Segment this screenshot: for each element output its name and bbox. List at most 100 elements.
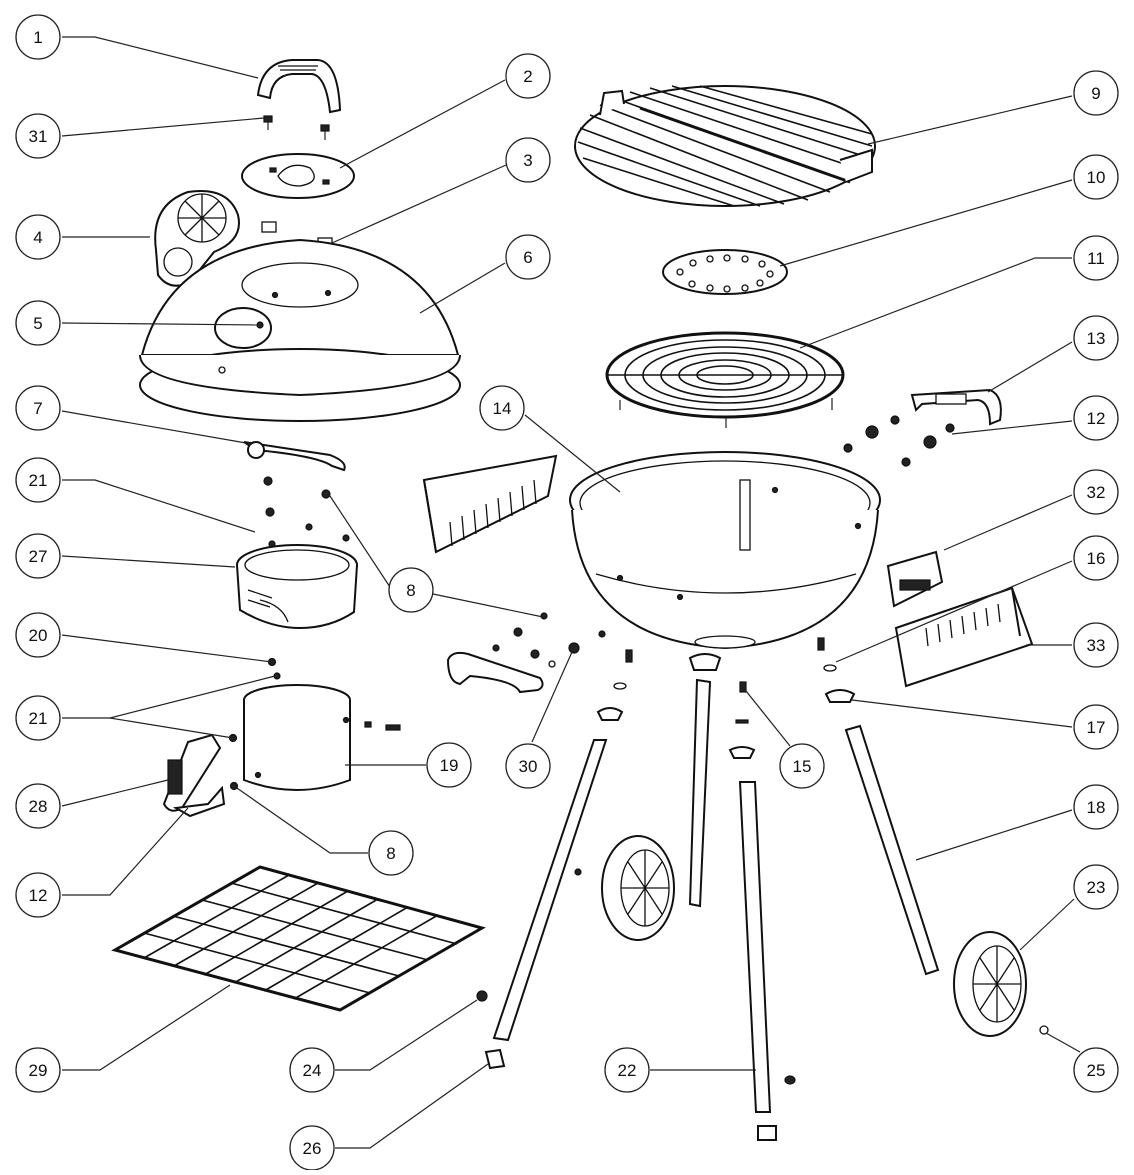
leader-c2 xyxy=(339,79,506,169)
lid-handle xyxy=(256,59,342,114)
callout-circle xyxy=(505,53,551,99)
callout-c14: 14 xyxy=(479,385,525,431)
callout-c11: 11 xyxy=(1073,235,1119,281)
leader-c21b2 xyxy=(109,717,234,739)
callout-number: 26 xyxy=(303,1139,322,1158)
callout-number: 27 xyxy=(29,547,48,566)
callout-number: 9 xyxy=(1091,84,1100,103)
callout-circle xyxy=(1073,622,1119,668)
leader-c10 xyxy=(779,179,1073,267)
leader-c8a2 xyxy=(432,593,544,618)
cooking-grate xyxy=(574,85,876,207)
callout-c21a: 21 xyxy=(15,457,61,503)
leader-c30 xyxy=(531,651,573,743)
leader-c29 xyxy=(62,984,231,1071)
thermometer-bracket xyxy=(886,550,944,608)
callout-c12a: 12 xyxy=(15,872,61,918)
callout-number: 29 xyxy=(29,1061,48,1080)
leader-c1 xyxy=(62,36,259,79)
wheel-right xyxy=(953,931,1027,1037)
callout-c33: 33 xyxy=(1073,622,1119,668)
charcoal-grate xyxy=(605,331,845,428)
callout-circle xyxy=(15,1047,61,1093)
callout-c8b: 8 xyxy=(368,830,414,876)
callout-circle xyxy=(15,695,61,741)
callout-number: 28 xyxy=(29,797,48,816)
leader-c13 xyxy=(987,341,1073,393)
leader-c12a xyxy=(62,807,189,896)
leader-c28 xyxy=(61,779,169,807)
ash-catcher-ring xyxy=(236,544,358,630)
callout-c17: 17 xyxy=(1073,704,1119,750)
callout-number: 11 xyxy=(1087,249,1105,268)
callout-number: 2 xyxy=(523,67,532,86)
callout-number: 5 xyxy=(33,314,42,333)
callout-labels: 1234567889101112121314151617181920212122… xyxy=(15,14,1119,1171)
callout-circle xyxy=(1073,864,1119,910)
callout-c26: 26 xyxy=(289,1125,335,1171)
callout-c6: 6 xyxy=(505,234,551,280)
callout-circle xyxy=(1073,70,1119,116)
callout-number: 12 xyxy=(1087,409,1106,428)
callout-c20: 20 xyxy=(15,612,61,658)
callout-circle xyxy=(505,137,551,183)
callout-number: 25 xyxy=(1087,1061,1106,1080)
ash-cylinder xyxy=(243,684,351,791)
leg-fasteners xyxy=(596,637,856,759)
leader-c24 xyxy=(335,999,478,1071)
callout-circle xyxy=(1073,535,1119,581)
callout-circle xyxy=(15,783,61,829)
callout-circle xyxy=(15,533,61,579)
leader-c12b xyxy=(951,420,1073,435)
callout-circle xyxy=(1073,469,1119,515)
callout-c31: 31 xyxy=(15,113,61,159)
grill-legs xyxy=(492,678,940,1113)
callout-number: 24 xyxy=(303,1061,322,1080)
callout-c24: 24 xyxy=(289,1047,335,1093)
leader-c15 xyxy=(741,685,791,747)
leader-c18 xyxy=(915,809,1073,861)
callout-circle xyxy=(505,743,551,789)
callout-number: 14 xyxy=(493,399,512,418)
leader-c8a xyxy=(329,495,391,588)
leader-c3 xyxy=(331,164,507,244)
callout-c10: 10 xyxy=(1073,154,1119,200)
callout-circle xyxy=(1073,784,1119,830)
callout-c1: 1 xyxy=(15,14,61,60)
leader-c27 xyxy=(61,555,236,568)
callout-circle xyxy=(1073,1047,1119,1093)
callout-number: 13 xyxy=(1087,329,1106,348)
callout-c29: 29 xyxy=(15,1047,61,1093)
callout-c5: 5 xyxy=(15,300,61,346)
callout-circle xyxy=(15,872,61,918)
leader-c21a xyxy=(62,479,256,533)
callout-number: 8 xyxy=(386,844,395,863)
callout-c12b: 12 xyxy=(1073,395,1119,441)
leader-c23 xyxy=(1019,898,1075,951)
wheel-left xyxy=(601,835,675,941)
leader-c25 xyxy=(1045,1032,1081,1053)
callout-circle xyxy=(1073,154,1119,200)
leader-c14 xyxy=(524,414,621,493)
callout-number: 15 xyxy=(793,757,812,776)
callout-number: 16 xyxy=(1087,549,1106,568)
leader-c5 xyxy=(61,322,261,326)
leader-c20 xyxy=(61,634,273,663)
callout-number: 4 xyxy=(33,228,42,247)
leader-c16 xyxy=(835,560,1073,663)
callout-circle xyxy=(1073,315,1119,361)
callout-c32: 32 xyxy=(1073,469,1119,515)
callout-number: 21 xyxy=(29,471,48,490)
callout-c28: 28 xyxy=(15,783,61,829)
callout-circle xyxy=(426,742,472,788)
callout-number: 18 xyxy=(1087,798,1106,817)
side-handle-bracket xyxy=(910,388,1002,426)
callout-circle xyxy=(15,214,61,260)
fasteners-upper-right xyxy=(843,415,955,467)
wheel-left-nut xyxy=(574,868,582,876)
callout-number: 12 xyxy=(29,886,48,905)
callout-c18: 18 xyxy=(1073,784,1119,830)
callout-number: 1 xyxy=(33,28,42,47)
callout-circle xyxy=(15,14,61,60)
